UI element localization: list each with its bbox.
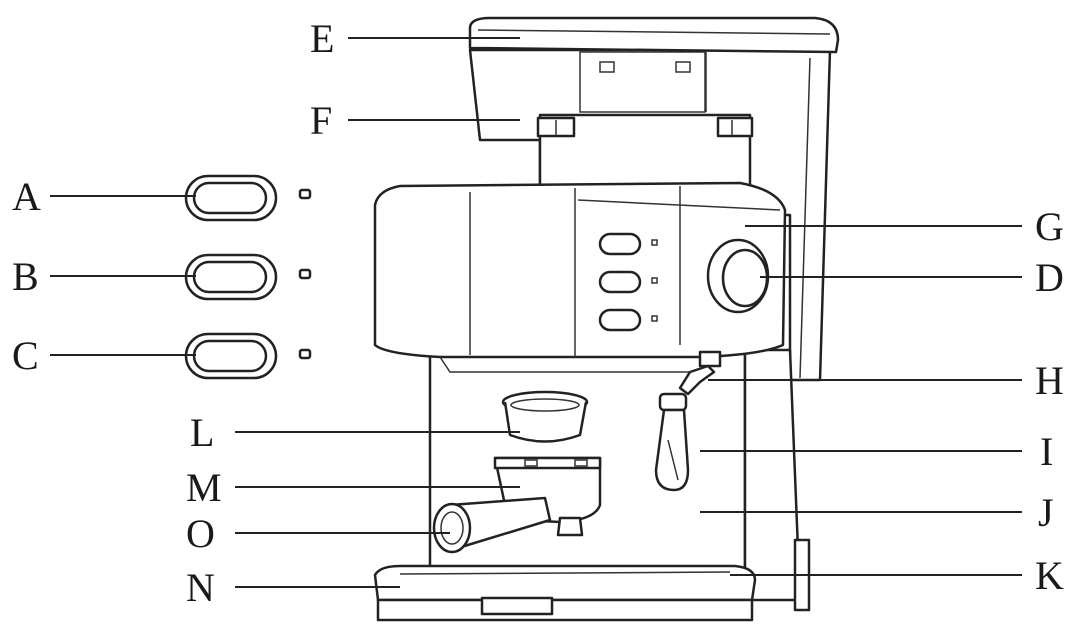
label-g: G	[1035, 204, 1064, 249]
label-h: H	[1035, 358, 1064, 403]
label-o: O	[186, 511, 215, 556]
label-k: K	[1035, 553, 1064, 598]
leader-lines	[50, 37, 1022, 588]
steam-knob	[706, 238, 770, 314]
label-j: J	[1038, 490, 1054, 535]
label-i: I	[1040, 429, 1053, 474]
button-b	[184, 253, 312, 301]
label-b: B	[12, 254, 39, 299]
tank-lid	[468, 16, 840, 54]
drip-tray	[373, 564, 757, 622]
filter-handle	[432, 496, 552, 554]
filter-basket	[501, 390, 589, 443]
label-n: N	[186, 565, 215, 610]
label-l: L	[190, 410, 214, 455]
label-d: D	[1035, 255, 1064, 300]
label-m: M	[186, 465, 222, 510]
button-a	[184, 174, 312, 222]
button-c	[184, 332, 312, 380]
cup-tray	[536, 113, 754, 192]
control-head	[373, 181, 787, 373]
head-buttons	[598, 232, 658, 332]
label-a: A	[12, 174, 41, 219]
label-f: F	[310, 98, 332, 143]
label-e: E	[310, 16, 334, 61]
steam-wand	[654, 350, 722, 492]
label-c: C	[12, 333, 39, 378]
